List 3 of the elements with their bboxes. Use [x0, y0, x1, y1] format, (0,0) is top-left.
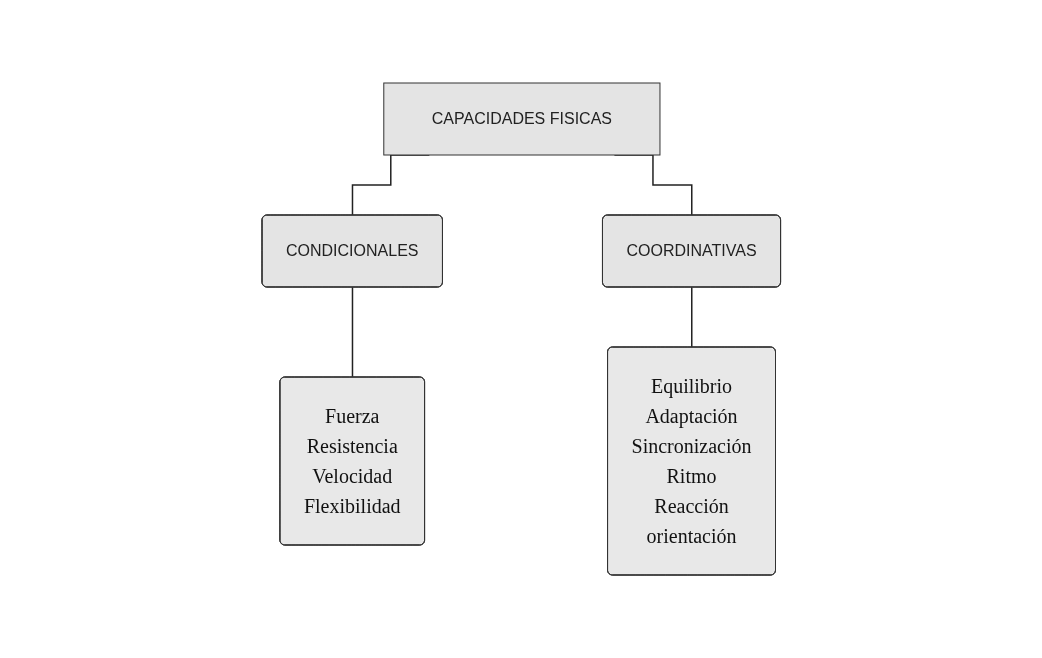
connector — [690, 286, 693, 349]
connector — [351, 286, 354, 379]
node-box: CAPACIDADES FISICAS — [383, 82, 661, 156]
